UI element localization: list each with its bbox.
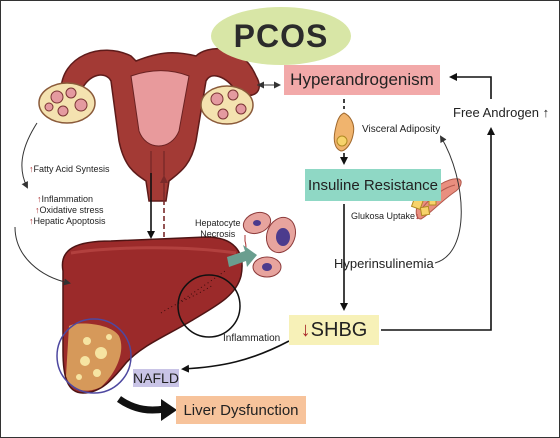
free-androgen-label: Free Androgen ↑	[453, 105, 549, 120]
liver-dysfunction-box: Liver Dysfunction	[176, 396, 306, 424]
necrosis-arrow	[227, 245, 257, 267]
flow-arrows	[147, 73, 495, 373]
oxidative-stress-label: ↑Oxidative stress	[35, 205, 104, 215]
fatty-acid-text: Fatty Acid Syntesis	[33, 164, 110, 174]
nafld-box: NAFLD	[133, 369, 179, 387]
dysfunction-arrow	[116, 396, 166, 414]
hyperandrogenism-box: Hyperandrogenism	[284, 65, 440, 95]
shbg-box: ↓SHBG	[289, 315, 379, 345]
insuline-resistance-box: Insuline Resistance	[305, 169, 441, 201]
up-arrow-icon: ↑	[35, 205, 40, 215]
oxidative-stress-text: Oxidative stress	[39, 205, 104, 215]
shbg-label: SHBG	[310, 318, 368, 341]
hepatic-apoptosis-text: Hepatic Apoptosis	[33, 216, 106, 226]
adipose-illustration	[333, 112, 355, 152]
fatty-acid-label: ↑Fatty Acid Syntesis	[29, 164, 110, 174]
glukosa-uptake-label: Glukosa Uptake↓	[351, 211, 420, 221]
up-arrow-icon: ↑	[542, 105, 550, 120]
hepatocyte-cells	[240, 211, 297, 278]
inflammation-effect-text: Inflammation	[41, 194, 94, 204]
uterus-illustration	[38, 47, 260, 202]
liver-illustration	[56, 236, 243, 394]
up-arrow-icon: ↑	[29, 216, 34, 226]
glukosa-uptake-text: Glukosa Uptake	[351, 211, 416, 221]
hepatic-apoptosis-label: ↑Hepatic Apoptosis	[29, 216, 106, 226]
thin-arrows	[14, 81, 462, 286]
up-arrow-icon: ↑	[29, 164, 34, 174]
hepatocyte-necrosis-label: Hepatocyte Necrosis	[195, 218, 241, 239]
inflammation-zoom-label: Inflammation	[223, 333, 281, 344]
dysfunction-arrowhead	[161, 399, 177, 421]
free-androgen-text: Free Androgen	[453, 105, 540, 120]
down-arrow-icon: ↓	[300, 318, 311, 341]
down-arrow-icon: ↓	[415, 211, 420, 221]
pcos-title: PCOS	[211, 7, 351, 65]
visceral-adiposity-label: Visceral Adiposity	[362, 124, 441, 135]
inflammation-effect-label: ↑Inflammation	[37, 194, 93, 204]
up-arrow-icon: ↑	[37, 194, 42, 204]
hyperinsulinemia-label: Hyperinsulinemia	[334, 256, 434, 271]
